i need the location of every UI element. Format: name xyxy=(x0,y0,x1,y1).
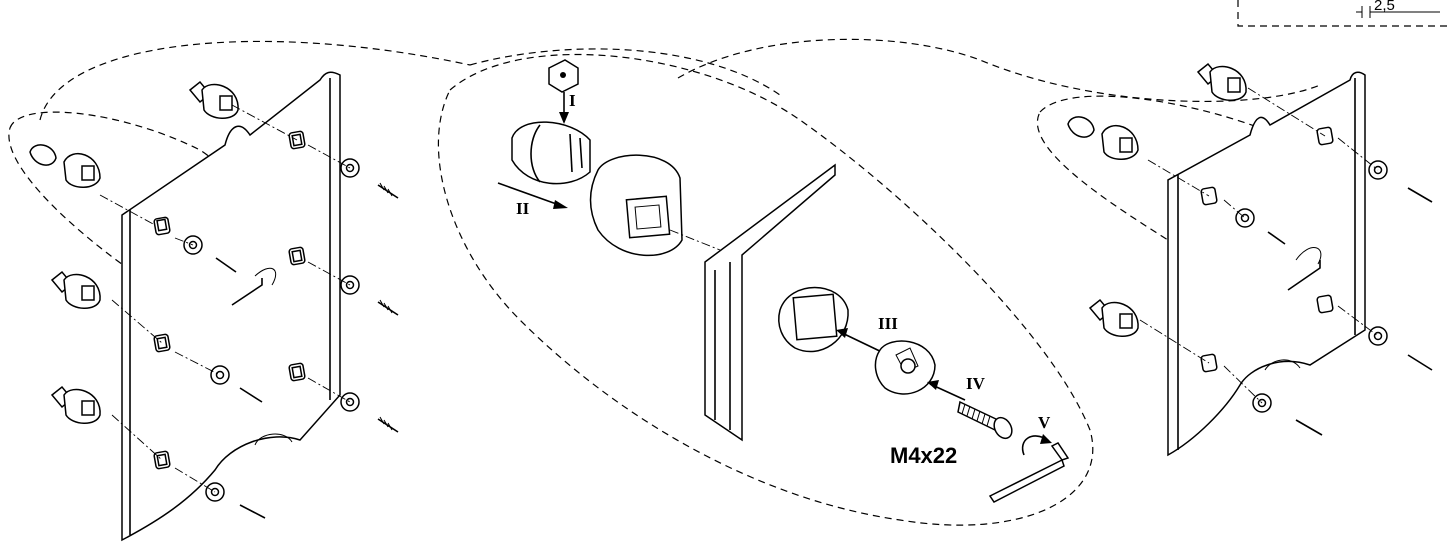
allen-key-icon xyxy=(231,278,263,306)
screw-size-label: M4x22 xyxy=(890,443,957,468)
step-i-label: I xyxy=(569,91,576,110)
knob-body-icon xyxy=(589,154,683,257)
center-detail: I II III xyxy=(497,59,1070,503)
step-ii-label: II xyxy=(516,199,530,218)
square-nut-icon xyxy=(548,59,579,93)
right-panel-assembly xyxy=(1067,62,1433,457)
step-v-label: V xyxy=(1038,413,1051,432)
screw-set-left xyxy=(99,104,399,519)
screw-set-right xyxy=(1139,87,1433,436)
step-iv-label: IV xyxy=(966,374,986,393)
allen-key-large-icon xyxy=(988,442,1070,503)
plate-holes-left xyxy=(153,130,306,470)
knob-parts-right xyxy=(1067,62,1247,337)
step-iii-label: III xyxy=(878,314,898,333)
dimension-label: 2,5 xyxy=(1374,0,1395,14)
knob-parts-left xyxy=(29,80,239,424)
clip-insert-icon xyxy=(511,121,591,185)
screw-m4x22-icon xyxy=(957,400,1013,440)
dimension-detail-box: 2,5 xyxy=(1237,0,1447,27)
left-panel-assembly xyxy=(29,71,399,542)
washer-icon xyxy=(778,286,849,353)
cover-cap-icon xyxy=(874,340,936,395)
